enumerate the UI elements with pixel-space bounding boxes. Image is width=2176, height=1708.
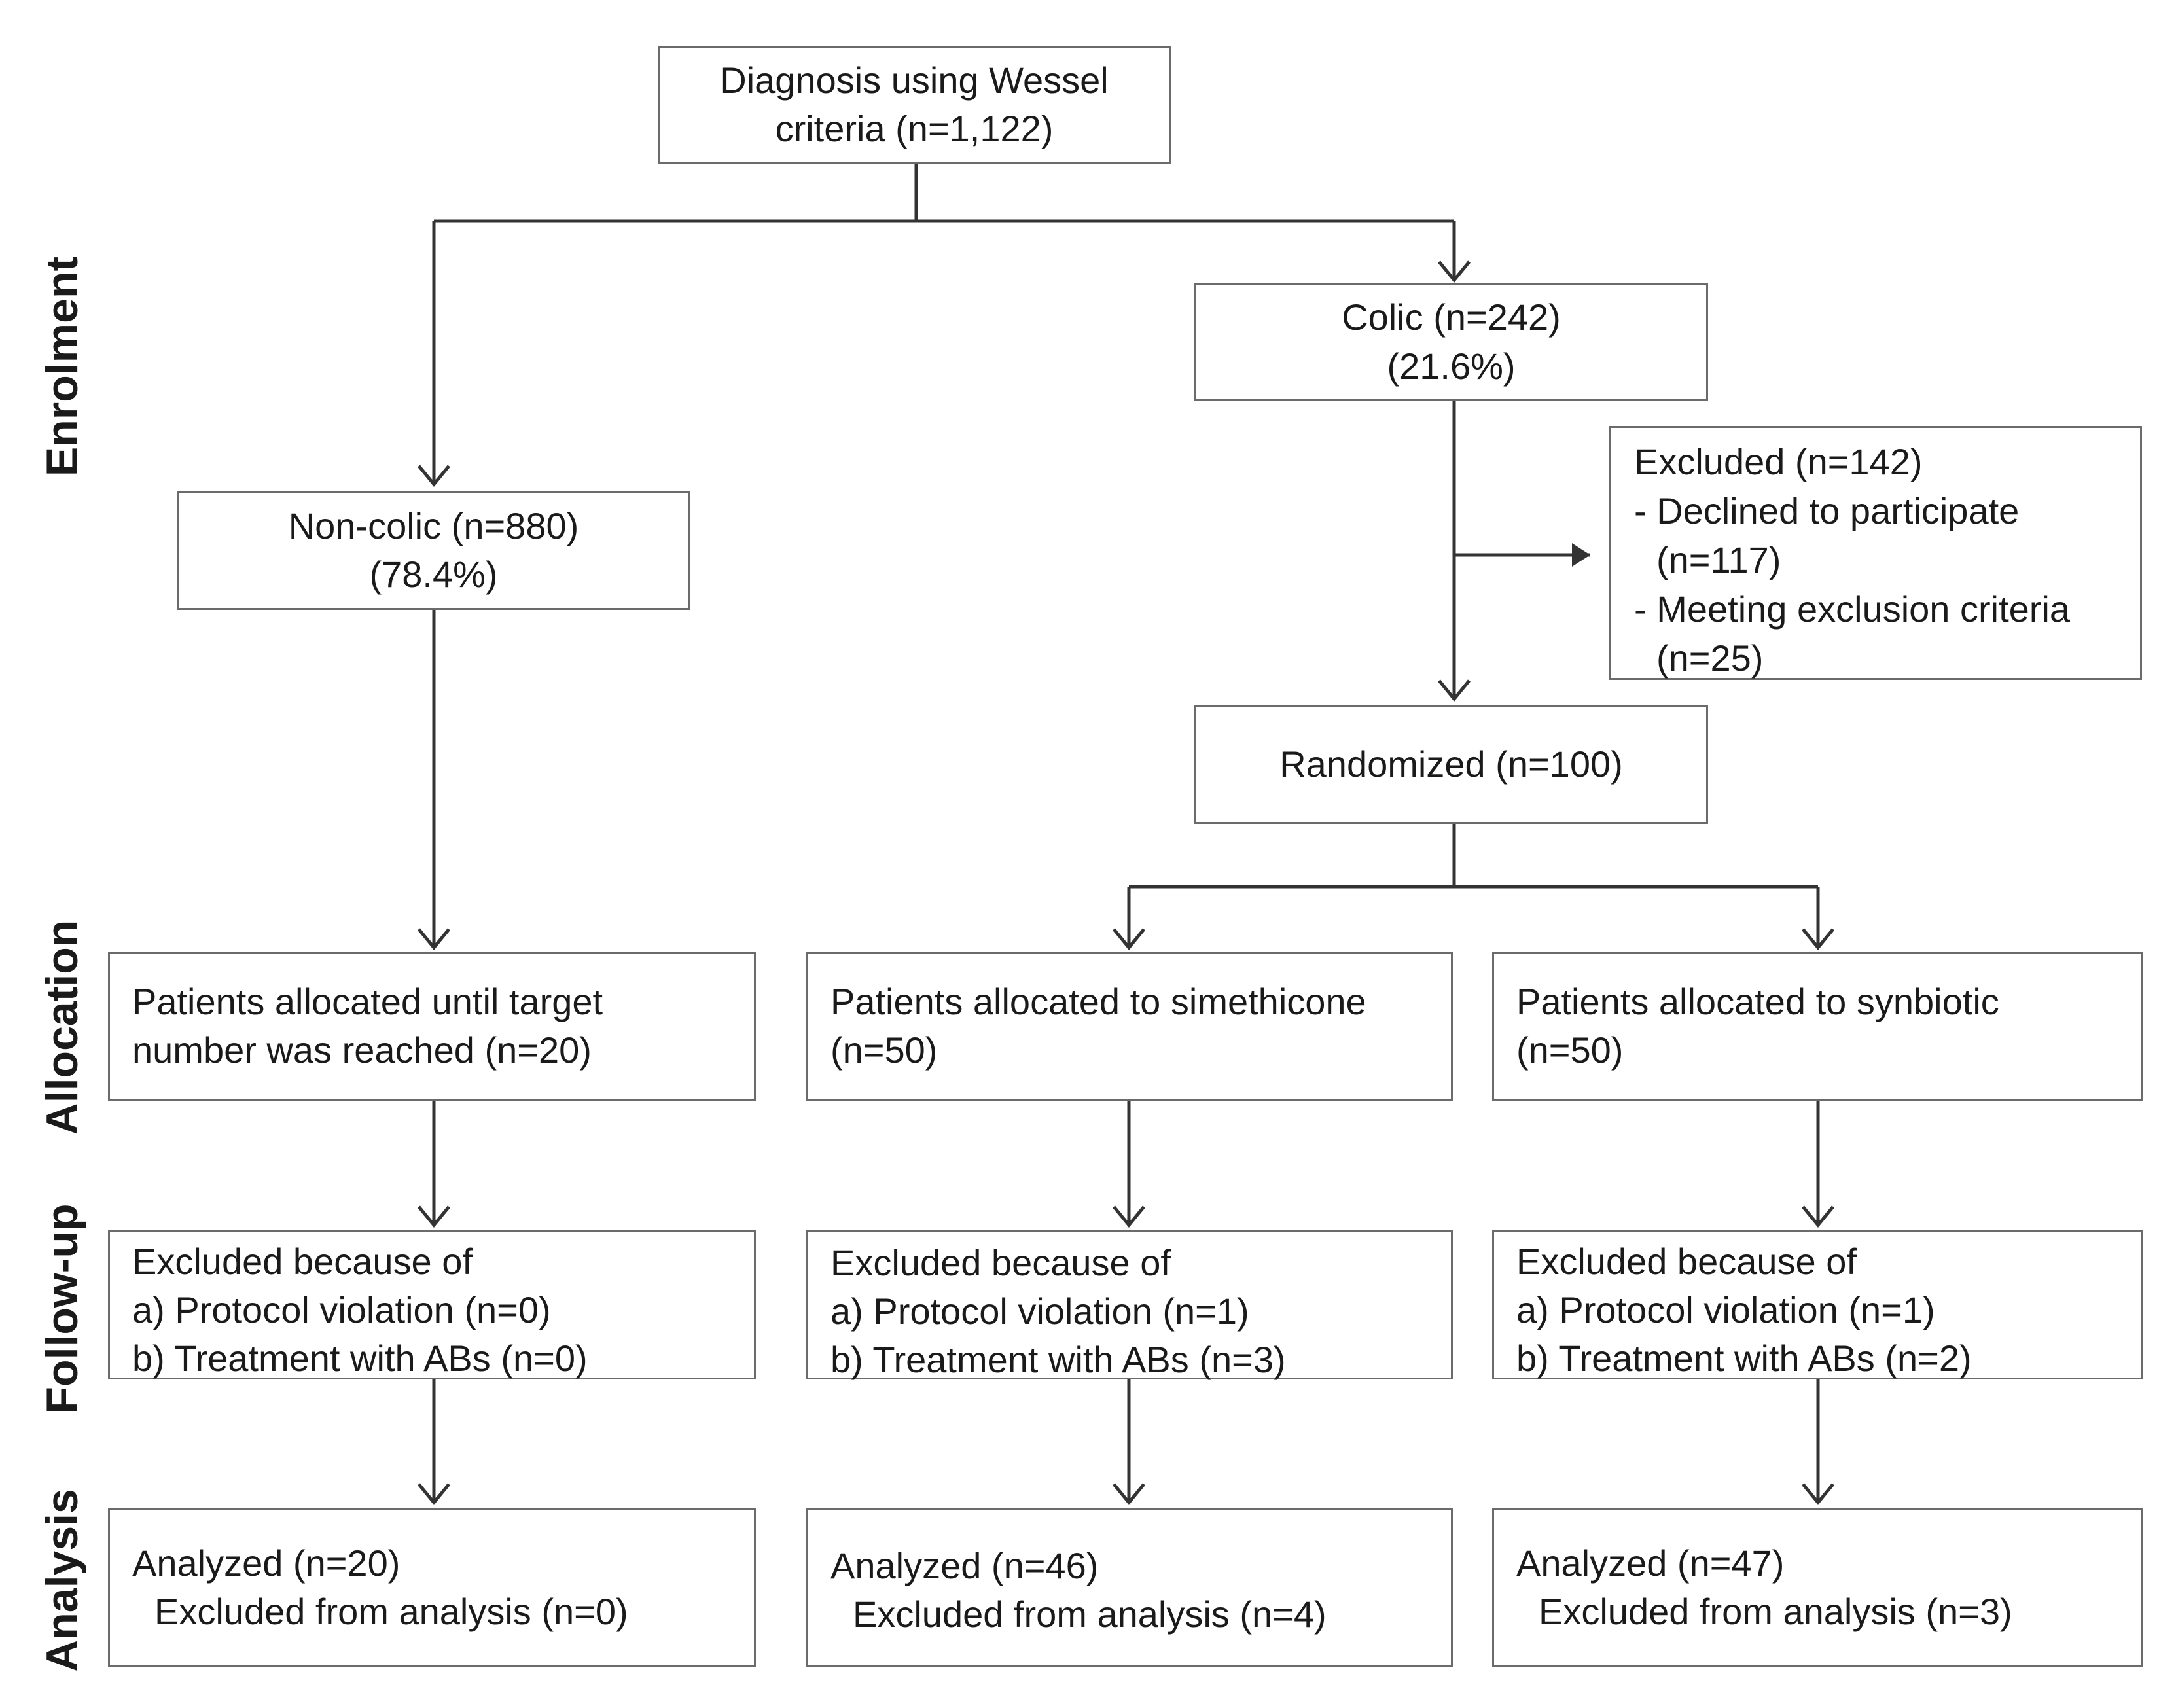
followup-simethicone-title: Excluded because of xyxy=(830,1242,1171,1283)
analysis-synbiotic-box: Analyzed (n=47) Excluded from analysis (… xyxy=(1492,1508,2143,1667)
followup-control-box: Excluded because of a) Protocol violatio… xyxy=(108,1230,756,1379)
allocation-synbiotic-line-2: (n=50) xyxy=(1516,1029,1624,1071)
excluded-declined-count: (n=117) xyxy=(1656,539,1781,580)
colic-box: Colic (n=242) (21.6%) xyxy=(1194,283,1708,401)
allocation-synbiotic-box: Patients allocated to synbiotic (n=50) xyxy=(1492,952,2143,1101)
stage-label-enrolment: Enrolment xyxy=(37,256,87,477)
non-colic-box: Non-colic (n=880) (78.4%) xyxy=(177,491,690,610)
followup-synbiotic-protocol: a) Protocol violation (n=1) xyxy=(1516,1289,1935,1330)
followup-control-protocol: a) Protocol violation (n=0) xyxy=(132,1289,551,1330)
randomized-box: Randomized (n=100) xyxy=(1194,705,1708,824)
followup-simethicone-protocol: a) Protocol violation (n=1) xyxy=(830,1290,1249,1332)
excluded-declined: - Declined to participate xyxy=(1634,490,2020,531)
stage-label-follow-up: Follow-up xyxy=(37,1203,87,1414)
analysis-simethicone-analyzed: Analyzed (n=46) xyxy=(830,1545,1099,1586)
analysis-control-box: Analyzed (n=20) Excluded from analysis (… xyxy=(108,1508,756,1667)
followup-control-title: Excluded because of xyxy=(132,1241,473,1282)
stage-label-allocation: Allocation xyxy=(37,919,87,1135)
diagnosis-line-2: criteria (n=1,122) xyxy=(775,108,1054,149)
followup-control-abs: b) Treatment with ABs (n=0) xyxy=(132,1338,588,1379)
allocation-control-box: Patients allocated until target number w… xyxy=(108,952,756,1101)
analysis-synbiotic-excluded: Excluded from analysis (n=3) xyxy=(1539,1591,2012,1632)
analysis-synbiotic-analyzed: Analyzed (n=47) xyxy=(1516,1542,1785,1584)
analysis-control-analyzed: Analyzed (n=20) xyxy=(132,1542,401,1584)
analysis-simethicone-box: Analyzed (n=46) Excluded from analysis (… xyxy=(806,1508,1453,1667)
excluded-enrolment-box: Excluded (n=142) - Declined to participa… xyxy=(1609,426,2142,680)
followup-synbiotic-box: Excluded because of a) Protocol violatio… xyxy=(1492,1230,2143,1379)
diagnosis-line-1: Diagnosis using Wessel xyxy=(720,59,1109,101)
non-colic-percent: (78.4%) xyxy=(369,554,498,595)
followup-simethicone-box: Excluded because of a) Protocol violatio… xyxy=(806,1230,1453,1380)
analysis-control-excluded: Excluded from analysis (n=0) xyxy=(154,1591,628,1632)
allocation-synbiotic-line-1: Patients allocated to synbiotic xyxy=(1516,981,1999,1022)
stage-label-analysis: Analysis xyxy=(37,1489,87,1672)
followup-simethicone-abs: b) Treatment with ABs (n=3) xyxy=(830,1339,1286,1380)
colic-count: Colic (n=242) xyxy=(1342,296,1561,338)
allocation-simethicone-line-1: Patients allocated to simethicone xyxy=(830,981,1366,1022)
non-colic-count: Non-colic (n=880) xyxy=(288,505,579,546)
analysis-simethicone-excluded: Excluded from analysis (n=4) xyxy=(853,1593,1327,1635)
followup-synbiotic-abs: b) Treatment with ABs (n=2) xyxy=(1516,1338,1972,1379)
allocation-control-line-1: Patients allocated until target xyxy=(132,981,603,1022)
excluded-criteria-count: (n=25) xyxy=(1656,637,1764,679)
followup-synbiotic-title: Excluded because of xyxy=(1516,1241,1857,1282)
colic-percent: (21.6%) xyxy=(1387,345,1516,387)
allocation-simethicone-box: Patients allocated to simethicone (n=50) xyxy=(806,952,1453,1101)
diagnosis-box: Diagnosis using Wessel criteria (n=1,122… xyxy=(658,46,1171,164)
allocation-control-line-2: number was reached (n=20) xyxy=(132,1029,592,1071)
randomized-label: Randomized (n=100) xyxy=(1279,743,1623,785)
excluded-criteria: - Meeting exclusion criteria xyxy=(1634,588,2071,630)
allocation-simethicone-line-2: (n=50) xyxy=(830,1029,938,1071)
excluded-title: Excluded (n=142) xyxy=(1634,441,1923,482)
